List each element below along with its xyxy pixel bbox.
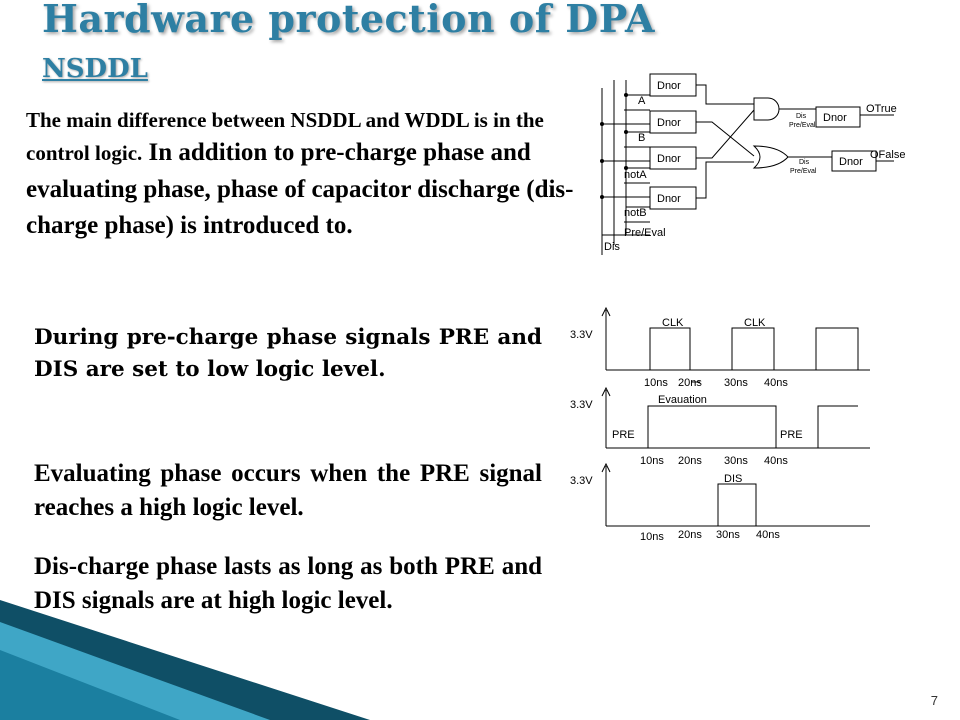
page-number: 7 xyxy=(930,693,938,708)
pre-tick-40ns: 40ns xyxy=(764,455,788,467)
precharge-paragraph: During pre-charge phase signals PRE and … xyxy=(34,325,542,383)
dnor-box-2-label: Dnor xyxy=(657,117,681,129)
and-ctrl-pre-label: Pre/Eval xyxy=(789,122,816,129)
dnor-box-4-label: Dnor xyxy=(657,193,681,205)
slide-title: Hardware protection of DPA xyxy=(42,0,656,41)
clk-tick-30ns: 30ns xyxy=(724,377,748,389)
intro-paragraph: The main difference between NSDDL and WD… xyxy=(26,105,586,244)
nsddl-circuit-diagram: Dnor Dnor Dnor Dnor Dnor Dnor A B notA n… xyxy=(600,73,905,255)
dis-tick-10ns: 10ns xyxy=(640,531,664,543)
pre-low-label-1: PRE xyxy=(612,429,635,441)
dis-voltage-label: 3.3V xyxy=(570,475,593,487)
clk-pulse-2-label: CLK xyxy=(744,317,766,329)
or-ctrl-dis-label: Dis xyxy=(799,159,810,166)
dnor-box-3-label: Dnor xyxy=(657,153,681,165)
evaluating-paragraph: Evaluating phase occurs when the PRE sig… xyxy=(34,460,542,521)
pre-voltage-label: 3.3V xyxy=(570,399,593,411)
clk-voltage-label: 3.3V xyxy=(570,329,593,341)
pre-low-label-2: PRE xyxy=(780,429,803,441)
or-ctrl-pre-label: Pre/Eval xyxy=(790,168,817,175)
input-notb-label: notB xyxy=(624,207,647,219)
clk-tick-10ns: 10ns xyxy=(644,377,668,389)
input-b-label: B xyxy=(638,132,645,144)
out-true-label: OTrue xyxy=(866,103,897,115)
clk-pulse-1-label: CLK xyxy=(662,317,684,329)
input-a-label: A xyxy=(638,95,646,107)
timing-diagram: 3.3V 3.3V 3.3V CLK CLK Evauation PRE PRE… xyxy=(570,306,870,543)
input-pre-eval-label: Pre/Eval xyxy=(624,227,666,239)
pre-tick-10ns: 10ns xyxy=(640,455,664,467)
input-nota-label: notA xyxy=(624,169,647,181)
pre-tick-20ns: 20ns xyxy=(678,455,702,467)
input-dis-label: Dis xyxy=(604,241,620,253)
clk-tick-40ns: 40ns xyxy=(764,377,788,389)
dis-tick-20ns: 20ns xyxy=(678,529,702,541)
intro-part-2: In addition to pre-charge phase and eval… xyxy=(26,139,574,239)
dnor-out-true-label: Dnor xyxy=(823,112,847,124)
out-false-label: OFalse xyxy=(870,149,905,161)
dis-tick-30ns: 30ns xyxy=(716,529,740,541)
dnor-box-1-label: Dnor xyxy=(657,80,681,92)
intro-part-1: The main difference between NSDDL and WD… xyxy=(26,108,544,166)
dnor-out-false-label: Dnor xyxy=(839,156,863,168)
dis-pulse-label: DIS xyxy=(724,473,742,485)
and-ctrl-dis-label: Dis xyxy=(796,113,807,120)
discharge-paragraph: Dis-charge phase lasts as long as both P… xyxy=(34,553,542,614)
slide-subtitle: NSDDL xyxy=(42,54,148,84)
pre-tick-30ns: 30ns xyxy=(724,455,748,467)
dis-tick-40ns: 40ns xyxy=(756,529,780,541)
clk-tick-20ns: 20ns xyxy=(678,377,702,389)
evaluation-label: Evauation xyxy=(658,394,707,406)
